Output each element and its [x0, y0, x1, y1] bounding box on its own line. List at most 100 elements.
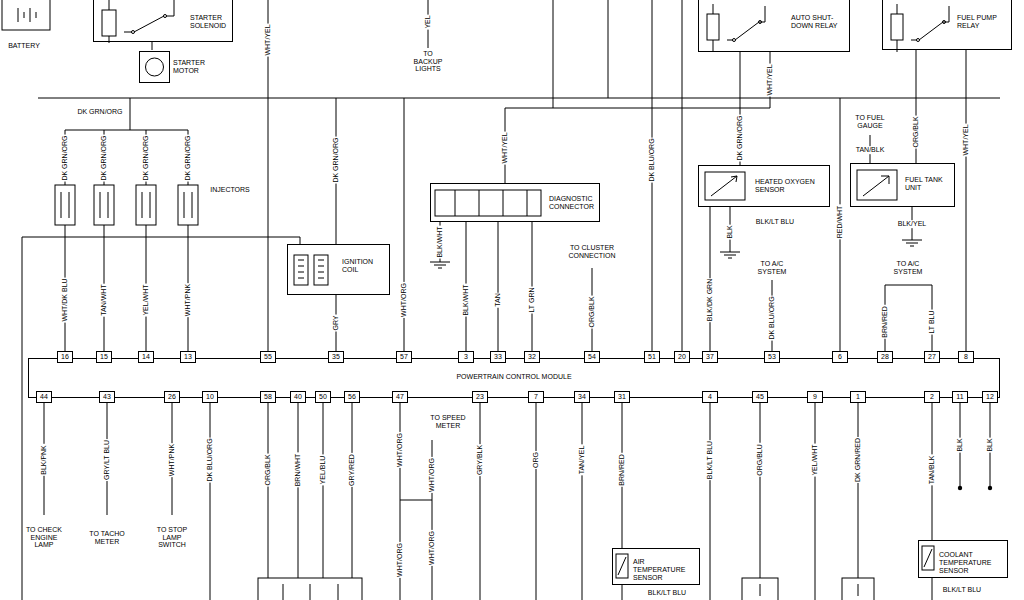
connector-box: DIAGNOSTIC CONNECTOR	[430, 183, 600, 222]
pin-box: 37	[702, 351, 718, 363]
component-symbol	[132, 31, 135, 34]
connector-symbol	[283, 584, 858, 600]
wire-label: WHT/ORG	[396, 432, 404, 468]
pin-box: 50	[315, 391, 331, 403]
component-symbol	[699, 166, 751, 206]
wire-label: WHT/PNK	[168, 443, 176, 477]
connector-symbol	[258, 578, 874, 600]
wire-label: GRY	[332, 314, 340, 331]
wire-label: ORG/BLK	[264, 453, 272, 486]
component-symbol	[431, 184, 545, 221]
wire-label: BLK/LT BLU	[706, 440, 714, 480]
wire-label: WHT/YEL	[264, 23, 272, 56]
pin-number: 34	[575, 392, 589, 402]
wire-label: ORG/BLK	[588, 295, 596, 328]
injector-symbol	[136, 185, 156, 225]
pin-number: 32	[525, 352, 539, 362]
pin-box: 31	[614, 391, 630, 403]
wire-label: BLK	[986, 437, 994, 452]
pin-number: 8	[959, 352, 973, 362]
wire-label: TO CLUSTER CONNECTION	[565, 244, 619, 259]
component-symbol	[109, 0, 174, 43]
wire-label: WHT/ORG	[400, 282, 408, 318]
wire-label: DK BLU/ORG	[648, 137, 656, 182]
pin-number: 37	[703, 352, 717, 362]
wire-label: YEL/WHT	[142, 283, 150, 316]
fuel-tank-box: FUEL TANK UNIT	[850, 163, 955, 207]
wire-label: WHT/YEL	[962, 123, 970, 156]
wire-label: YEL/WHT	[811, 443, 819, 476]
pin-box: 16	[57, 351, 73, 363]
wire-label: BLK/YEL	[897, 220, 927, 228]
wire-label: TO FUEL GAUGE	[849, 114, 891, 129]
wire-label: TAN/BLK	[928, 455, 936, 486]
component-symbol	[851, 164, 903, 206]
wire-label: WHT/DK BLU	[61, 277, 69, 322]
component-name: FUEL TANK UNIT	[905, 176, 951, 192]
pin-box: 45	[752, 391, 768, 403]
wire-label: TO CHECK ENGINE LAMP	[24, 526, 64, 549]
pin-number: 2	[925, 392, 939, 402]
sensor-box: HEATED OXYGEN SENSOR	[698, 165, 830, 207]
pin-box: 10	[202, 391, 218, 403]
pin-number: 26	[165, 392, 179, 402]
pin-number: 6	[833, 352, 847, 362]
wire-label: BATTERY	[7, 42, 41, 50]
pin-box: 23	[472, 391, 488, 403]
pin-box: 9	[807, 391, 823, 403]
injector-symbol	[94, 185, 114, 225]
wire-label: DK BLU/ORG	[768, 295, 776, 340]
pin-number: 12	[983, 392, 997, 402]
wire-label: RED/WHT	[836, 205, 844, 240]
wire-label: ORG/BLU	[756, 443, 764, 477]
component-symbol	[891, 14, 903, 40]
pin-box: 27	[924, 351, 940, 363]
component-symbol	[298, 260, 324, 278]
pin-number: 9	[808, 392, 822, 402]
component-name: POWERTRAIN CONTROL MODULE	[32, 373, 996, 381]
wire-label: GRY/LT BLU	[103, 439, 111, 481]
wire	[22, 0, 1000, 600]
component-symbol	[164, 15, 167, 18]
pin-number: 33	[491, 352, 505, 362]
component-symbol	[863, 176, 889, 196]
pin-box: 54	[584, 351, 600, 363]
component-symbol	[435, 190, 541, 216]
pin-number: 35	[329, 352, 343, 362]
pin-number: 4	[703, 392, 717, 402]
pin-number: 16	[58, 352, 72, 362]
sensor-box: COOLANT TEMPERATURE SENSOR	[918, 540, 1008, 578]
wire-label: TO A/C SYSTEM	[887, 260, 929, 275]
component-symbol	[897, 4, 949, 52]
wire-label: TO SPEED METER	[427, 414, 469, 429]
component-name: DIAGNOSTIC CONNECTOR	[549, 195, 596, 211]
pin-box: 3	[458, 351, 474, 363]
component-symbol	[924, 549, 932, 567]
component-symbol	[713, 4, 765, 52]
motor-symbol: STARTER MOTOR	[138, 50, 218, 82]
component-name: AIR TEMPERATURE SENSOR	[633, 558, 696, 582]
wire-label: BLK/WHT	[436, 225, 444, 258]
wire-label: BRN/RED	[618, 453, 626, 487]
pin-box: 4	[702, 391, 718, 403]
pin-box: 32	[524, 351, 540, 363]
wire-label: DK GRN/ORG	[184, 134, 192, 181]
wire-label: LT GRN	[528, 286, 536, 313]
pin-box: 47	[392, 391, 408, 403]
component-symbol	[139, 51, 170, 81]
pin-number: 7	[529, 392, 543, 402]
component-symbol	[699, 0, 787, 51]
wire-label: WHT/YEL	[501, 131, 509, 164]
pin-number: 15	[97, 352, 111, 362]
wire-label: LT BLU	[928, 309, 936, 334]
component-symbol	[102, 10, 116, 36]
wire-label: ORG/BLK	[912, 115, 920, 148]
pin-number: 57	[397, 352, 411, 362]
wire-label: TAN/YEL	[578, 445, 586, 476]
pin-number: 14	[139, 352, 153, 362]
pin-number: 10	[203, 392, 217, 402]
wire-label: BLK/DK GRN	[706, 278, 714, 322]
